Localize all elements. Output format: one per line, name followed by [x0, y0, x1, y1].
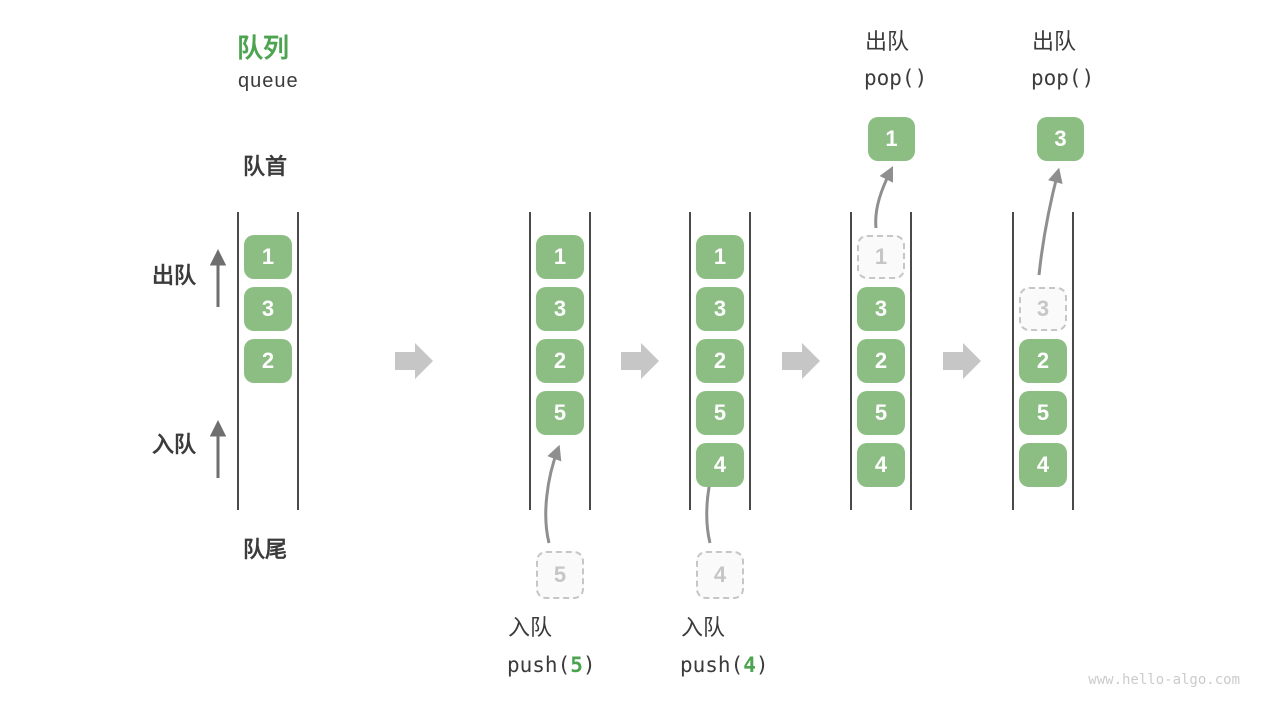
diagram-title-zh: 队列	[237, 33, 290, 63]
queue-element: 2	[857, 339, 905, 383]
push-5-arrow-icon	[544, 444, 562, 544]
queue-wall-left	[529, 212, 531, 510]
queue-front-label: 队首	[243, 154, 288, 179]
pop-1-arrow-icon	[874, 165, 894, 229]
incoming-element-ghost: 4	[696, 551, 744, 599]
queue-wall-right	[749, 212, 751, 510]
queue-wall-left	[689, 212, 691, 510]
step-arrow-icon	[621, 343, 659, 379]
step-arrow-icon	[943, 343, 981, 379]
pop-3-label: 出队	[1032, 29, 1077, 54]
popped-element: 3	[1037, 117, 1084, 161]
step-arrow-icon	[782, 343, 820, 379]
queue-wall-right	[589, 212, 591, 510]
code-close: )	[755, 653, 769, 677]
queue-element: 3	[244, 287, 292, 331]
push-4-code: push(4)	[680, 653, 769, 677]
code-arg: 5	[570, 653, 583, 677]
queue-element: 2	[1019, 339, 1067, 383]
queue-element: 3	[536, 287, 584, 331]
pop-3-arrow-icon	[1037, 167, 1063, 276]
enqueue-label: 入队	[152, 432, 197, 457]
queue-element: 3	[857, 287, 905, 331]
push-5-label: 入队	[508, 615, 553, 640]
queue-wall-left	[850, 212, 852, 510]
queue-element: 1	[536, 235, 584, 279]
queue-element: 5	[1019, 391, 1067, 435]
queue-element: 2	[536, 339, 584, 383]
queue-wall-right	[910, 212, 912, 510]
queue-element: 4	[696, 443, 744, 487]
queue-wall-left	[1012, 212, 1014, 510]
code-fn: push(	[680, 653, 744, 677]
queue-rear-label: 队尾	[243, 537, 288, 562]
queue-element: 5	[857, 391, 905, 435]
queue-element: 3	[696, 287, 744, 331]
pop-1-code: pop()	[864, 66, 928, 90]
watermark: www.hello-algo.com	[1088, 672, 1240, 688]
popped-element: 1	[868, 117, 915, 161]
removed-element-ghost: 1	[857, 235, 905, 279]
queue-element: 1	[244, 235, 292, 279]
queue-element: 4	[857, 443, 905, 487]
queue-wall-right	[297, 212, 299, 510]
queue-element: 4	[1019, 443, 1067, 487]
push-5-code: push(5)	[507, 653, 596, 677]
code-fn: push(	[507, 653, 571, 677]
queue-element: 2	[696, 339, 744, 383]
queue-wall-left	[237, 212, 239, 510]
removed-element-ghost: 3	[1019, 287, 1067, 331]
queue-element: 5	[696, 391, 744, 435]
dequeue-label: 出队	[152, 263, 197, 288]
push-4-label: 入队	[681, 615, 726, 640]
queue-element: 5	[536, 391, 584, 435]
queue-element: 1	[696, 235, 744, 279]
step-arrow-icon	[395, 343, 433, 379]
diagram-title-en: queue	[238, 70, 299, 92]
code-close: )	[582, 653, 596, 677]
incoming-element-ghost: 5	[536, 551, 584, 599]
queue-wall-right	[1072, 212, 1074, 510]
code-arg: 4	[743, 653, 756, 677]
queue-element: 2	[244, 339, 292, 383]
pop-3-code: pop()	[1031, 66, 1095, 90]
pop-1-label: 出队	[865, 29, 910, 54]
